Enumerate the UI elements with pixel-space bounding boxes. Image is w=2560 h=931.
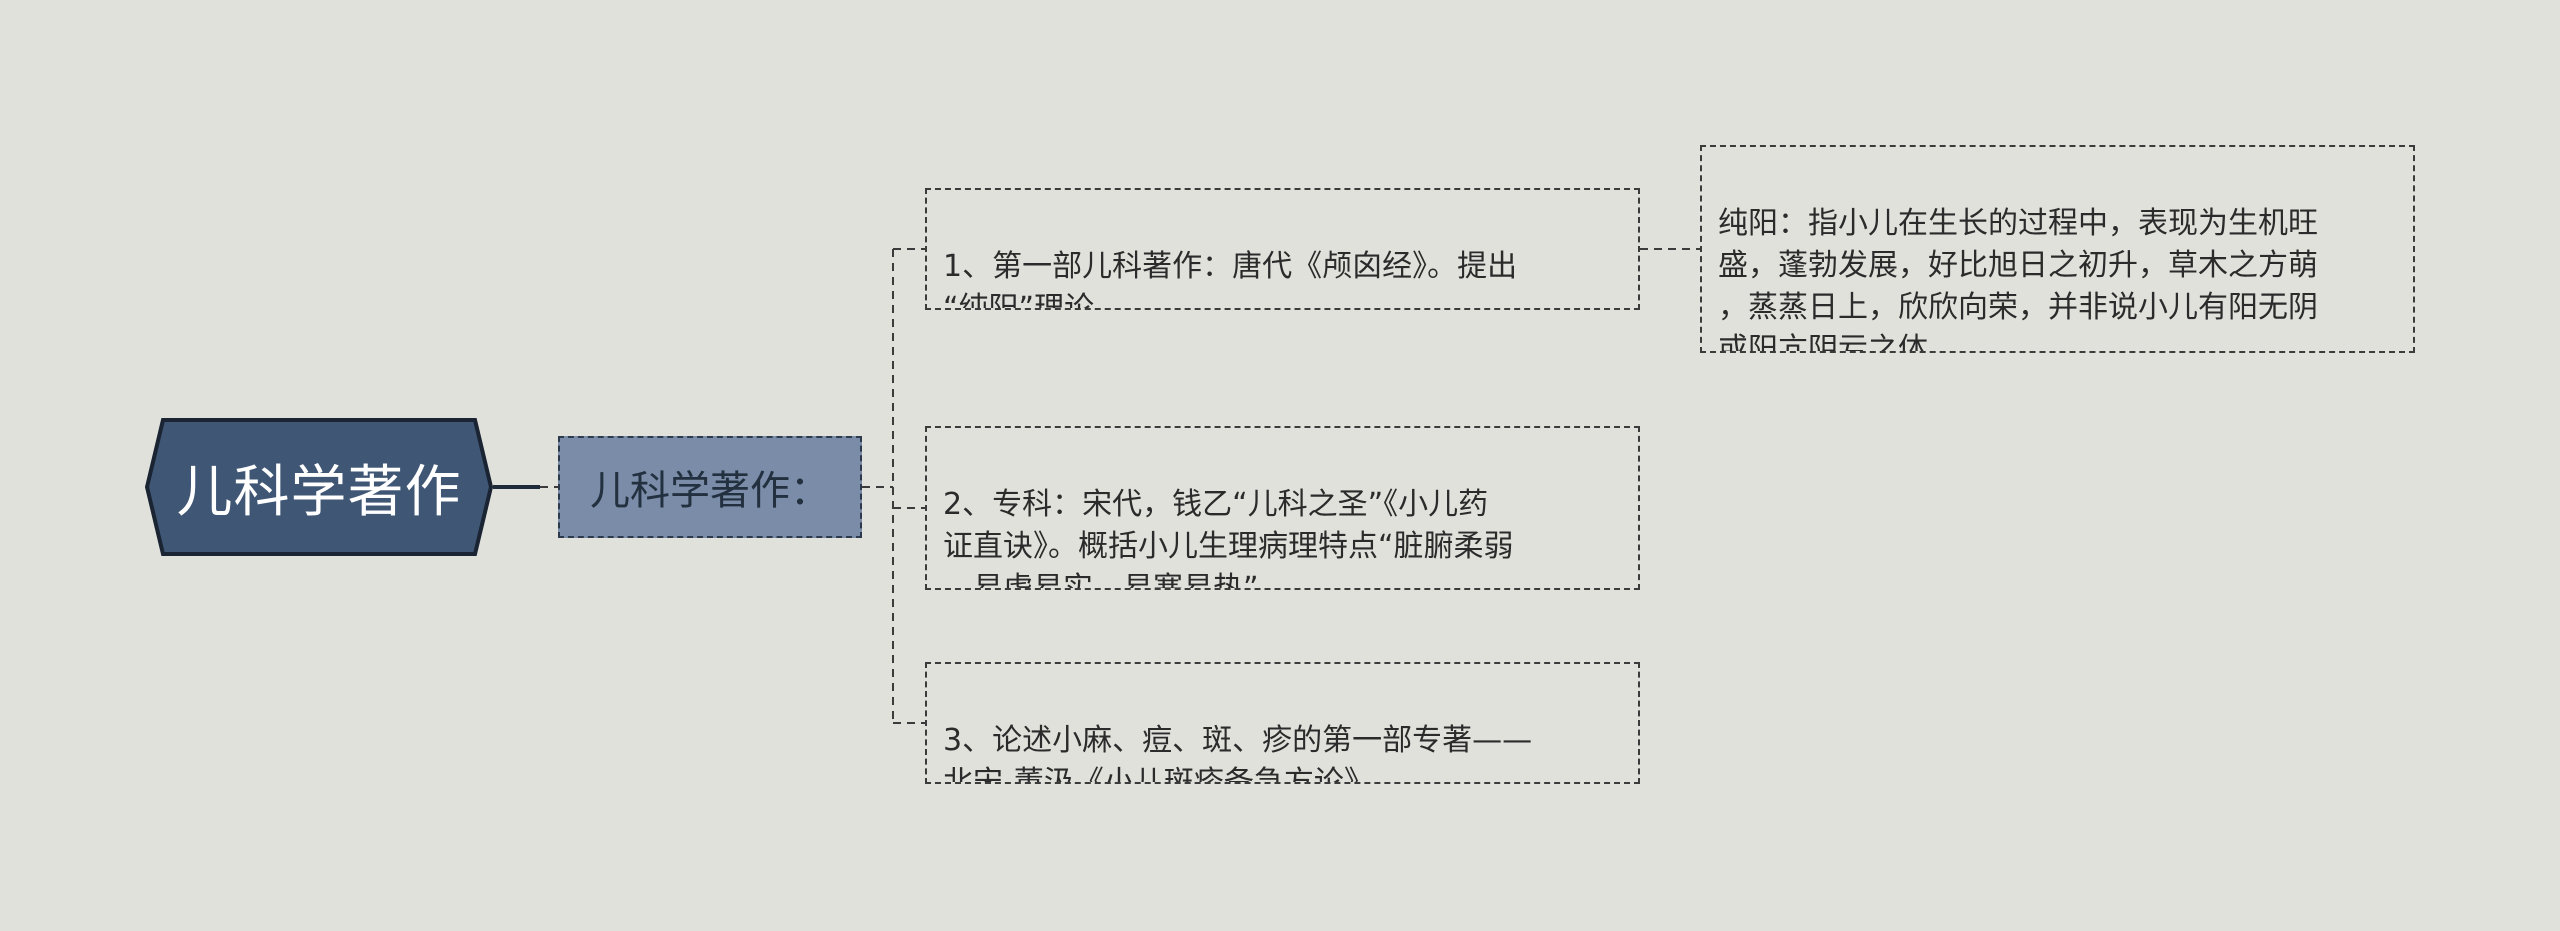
detail-node[interactable]: 纯阳：指小儿在生长的过程中，表现为生机旺 盛，蓬勃发展，好比旭日之初升，草木之方… <box>1700 145 2415 353</box>
leaf-node-2-text: 2、专科：宋代，钱乙“儿科之圣”《小儿药 证直诀》。概括小儿生理病理特点“脏腑柔… <box>943 487 1514 590</box>
sub-node[interactable]: 儿科学著作： <box>558 436 862 538</box>
leaf-node-1[interactable]: 1、第一部儿科著作：唐代《颅囟经》。提出 “纯阳”理论。 <box>925 188 1640 310</box>
leaf-node-1-text: 1、第一部儿科著作：唐代《颅囟经》。提出 “纯阳”理论。 <box>943 249 1518 310</box>
root-node-label: 儿科学著作 <box>176 459 462 525</box>
sub-node-label: 儿科学著作： <box>590 468 830 514</box>
detail-node-text: 纯阳：指小儿在生长的过程中，表现为生机旺 盛，蓬勃发展，好比旭日之初升，草木之方… <box>1718 206 2318 353</box>
root-node[interactable]: 儿科学著作 <box>145 418 493 556</box>
leaf-node-3-text: 3、论述小麻、痘、斑、疹的第一部专著—— 北宋-董汲《小儿斑疹备急方论》。 <box>943 723 1533 784</box>
leaf-node-2[interactable]: 2、专科：宋代，钱乙“儿科之圣”《小儿药 证直诀》。概括小儿生理病理特点“脏腑柔… <box>925 426 1640 590</box>
leaf-node-3[interactable]: 3、论述小麻、痘、斑、疹的第一部专著—— 北宋-董汲《小儿斑疹备急方论》。 <box>925 662 1640 784</box>
root-hexagon-shape <box>145 418 493 556</box>
